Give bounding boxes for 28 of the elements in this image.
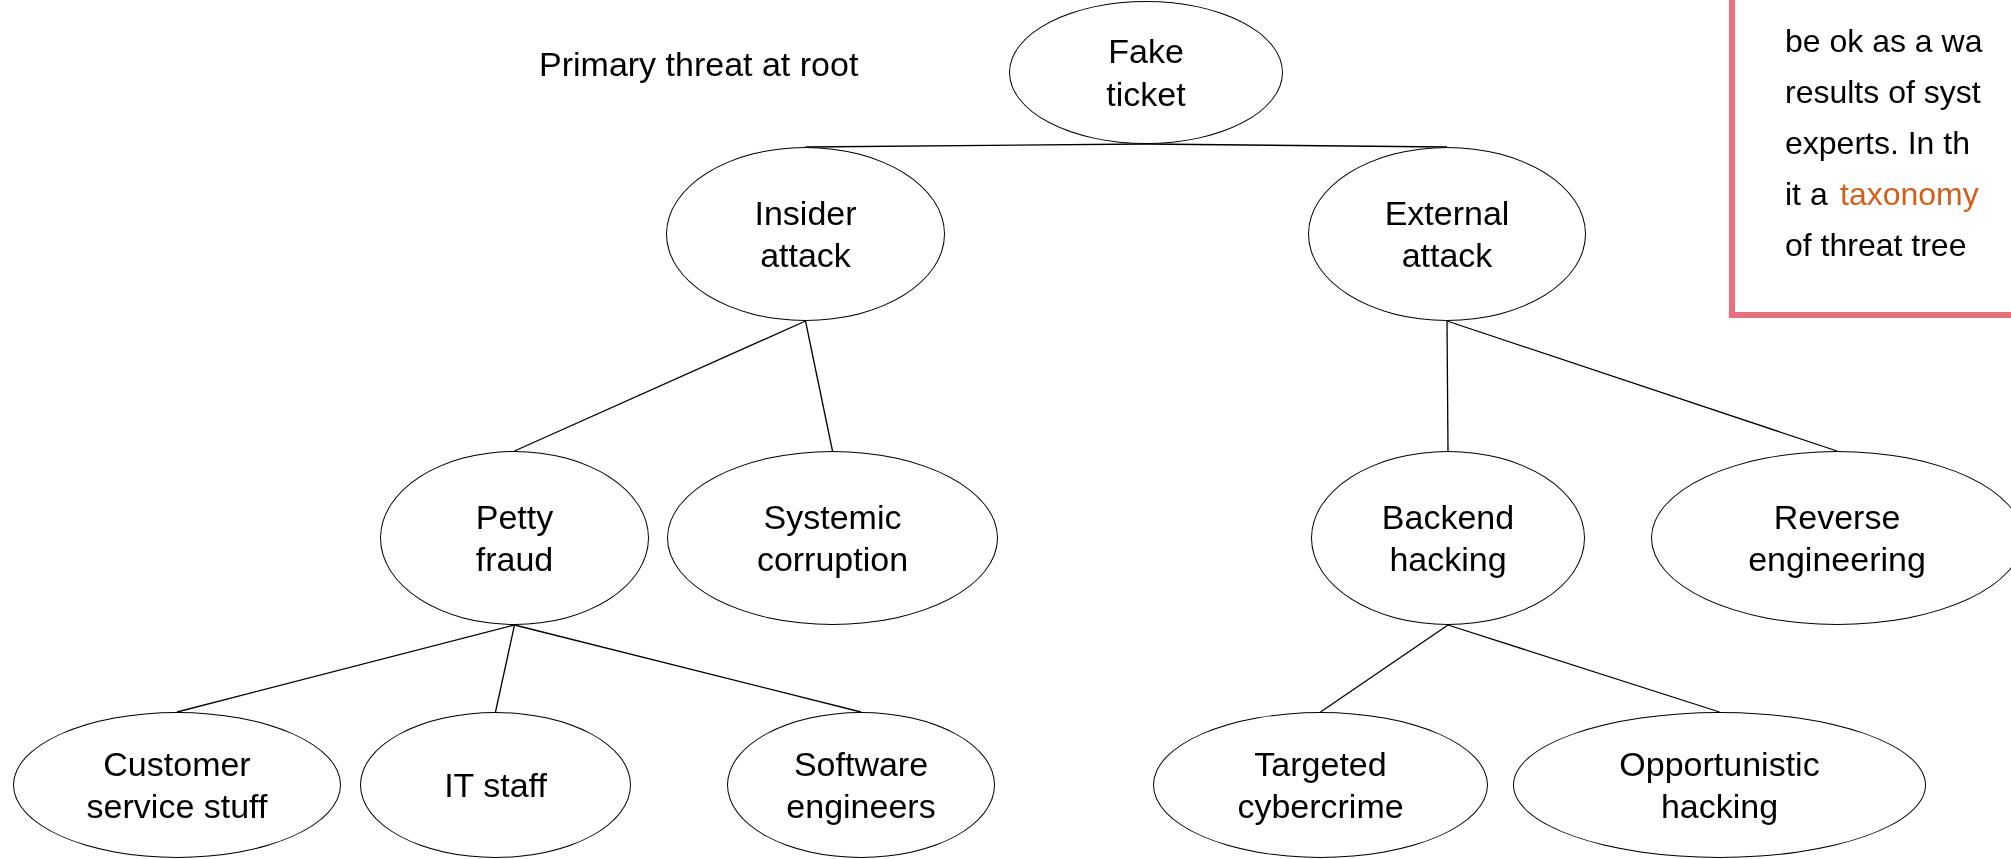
callout-text: of threat tree — [1785, 226, 1967, 265]
node-label: Backend hacking — [1380, 496, 1516, 580]
node-label: External attack — [1383, 192, 1511, 276]
tree-line — [494, 624, 516, 713]
node-label: Targeted cybercrime — [1236, 743, 1405, 827]
callout-text: it a — [1785, 175, 1828, 214]
tree-line — [804, 320, 834, 452]
node-label: IT staff — [444, 764, 547, 806]
callout-text: results of syst — [1785, 73, 1981, 112]
tree-line — [1319, 624, 1449, 713]
callout-text: be ok as a wa — [1785, 22, 1983, 61]
tree-line — [1447, 624, 1721, 713]
node-label: Petty fraud — [474, 496, 555, 580]
node-label: Software engineers — [785, 743, 937, 827]
tree-line — [513, 320, 807, 452]
node-label: Reverse engineering — [1747, 496, 1927, 580]
annotation-text: Primary threat at root — [539, 44, 859, 85]
tree-line — [513, 624, 862, 713]
node-label: Opportunistic hacking — [1618, 743, 1821, 827]
tree-line — [1446, 320, 1838, 452]
highlighted-term: taxonomy — [1840, 175, 1979, 214]
node-label: Systemic corruption — [755, 496, 910, 580]
callout-text: experts. In th — [1785, 124, 1970, 163]
tree-line — [176, 624, 516, 713]
tree-line — [1446, 320, 1449, 452]
node-label: Fake ticket — [1105, 31, 1187, 115]
node-label: Insider attack — [753, 192, 858, 276]
node-label: Customer service stuff — [85, 743, 269, 827]
